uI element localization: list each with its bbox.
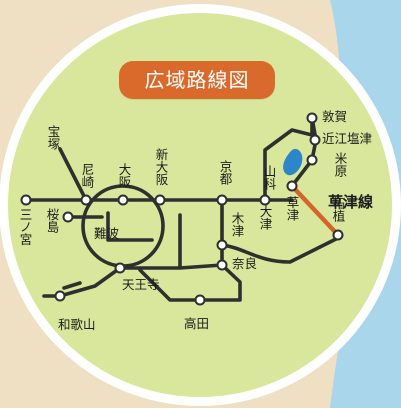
station-kyoto-marker bbox=[216, 194, 228, 206]
station-nara-marker bbox=[216, 259, 228, 271]
label-otsu: 大津 bbox=[257, 205, 273, 230]
kosei-line bbox=[263, 116, 314, 202]
kansai-line bbox=[220, 236, 340, 264]
hanwa-line bbox=[42, 266, 122, 298]
station-amagasaki-marker bbox=[80, 194, 92, 206]
label-namba: 難波 bbox=[94, 226, 120, 241]
label-yamashina: 山科 bbox=[261, 165, 277, 190]
station-tsuge-marker bbox=[332, 229, 344, 241]
label-shin-osaka: 新大阪 bbox=[153, 148, 169, 186]
station-omi-shiotsu-marker bbox=[309, 134, 321, 146]
sakurai-line bbox=[198, 263, 242, 302]
station-shin-osaka-marker bbox=[154, 194, 166, 206]
station-wakayama-marker bbox=[54, 290, 66, 302]
yamatoji-line bbox=[118, 213, 224, 270]
label-amagasaki: 尼崎 bbox=[79, 163, 95, 188]
namba-line bbox=[106, 211, 154, 242]
lake-biwa bbox=[283, 148, 303, 176]
label-takarazuka: 宝塚 bbox=[45, 125, 61, 150]
takarazuka-line bbox=[58, 147, 88, 202]
label-takada: 高田 bbox=[184, 316, 210, 331]
label-tsuge: 柘植 bbox=[330, 197, 346, 222]
label-wakayama: 和歌山 bbox=[58, 317, 96, 332]
hanwa-spur bbox=[62, 281, 82, 290]
station-osaka-marker bbox=[117, 194, 129, 206]
map-title: 広域路線図 bbox=[119, 61, 275, 99]
station-tsuruga-marker bbox=[306, 112, 318, 124]
label-nara: 奈良 bbox=[232, 256, 258, 271]
label-kizu: 木津 bbox=[229, 212, 245, 237]
station-sannomiya-marker bbox=[20, 194, 32, 206]
station-yamashina-marker bbox=[259, 194, 271, 206]
label-sakurajima: 桜島 bbox=[44, 208, 60, 233]
label-tsuruga: 敦賀 bbox=[322, 109, 348, 124]
station-kusatsu-marker bbox=[286, 180, 298, 192]
kusatsu-line-label: 草津線 bbox=[328, 193, 374, 211]
label-sannomiya: 三ノ宮 bbox=[17, 208, 33, 246]
kusatsu-line-highlight bbox=[289, 183, 341, 238]
label-osaka: 大阪 bbox=[116, 163, 132, 188]
station-maibara-marker bbox=[306, 154, 318, 166]
label-maibara: 米原 bbox=[332, 152, 348, 177]
label-omi-shiotsu: 近江塩津 bbox=[322, 131, 373, 146]
station-sakurajima-marker bbox=[62, 211, 74, 223]
station-tennoji-marker bbox=[114, 262, 126, 274]
label-kusatsu: 草津 bbox=[284, 196, 300, 221]
takada-line bbox=[138, 268, 202, 302]
label-kyoto: 京都 bbox=[217, 160, 233, 185]
station-kizu-marker bbox=[216, 239, 228, 251]
station-takada-marker bbox=[194, 294, 206, 306]
map-circle bbox=[8, 13, 392, 397]
label-tennoji: 天王寺 bbox=[122, 277, 160, 292]
